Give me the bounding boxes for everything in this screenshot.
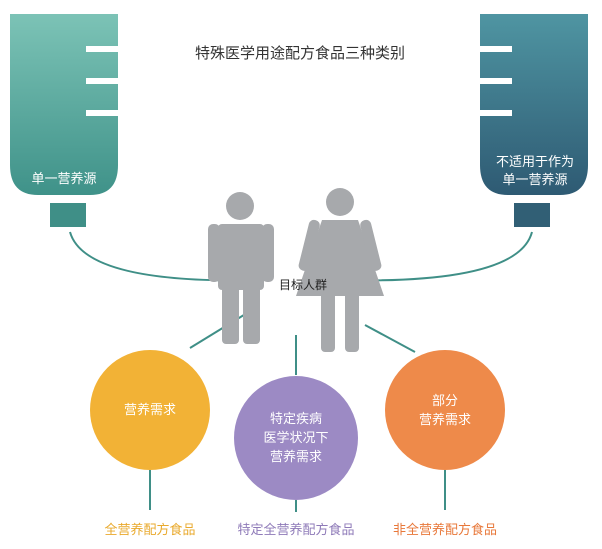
connector-to-left-circle: [189, 309, 253, 349]
circle-specific-disease: [234, 376, 358, 500]
man-figure-icon: [208, 192, 274, 344]
left-bag-label: 单一营养源: [31, 172, 97, 187]
connector-to-right-circle: [364, 324, 416, 353]
circle-partial-needs: [385, 350, 505, 470]
right-iv-bag-icon: [476, 14, 588, 227]
bottom-label-specific-full-nutrition: 特定全营养配方食品: [237, 523, 355, 538]
left-iv-bag-icon: [10, 14, 122, 227]
circle-nutrition-needs-label: 营养需求: [123, 403, 176, 418]
bottom-label-full-nutrition: 全营养配方食品: [104, 523, 196, 538]
diagram-title: 特殊医学用途配方食品三种类别: [194, 44, 405, 62]
circle-nutrition-needs: [90, 350, 210, 470]
right-bag-label: 不适用于作为 单一营养源: [495, 155, 574, 188]
bottom-label-non-full-nutrition: 非全营养配方食品: [392, 523, 497, 538]
circle-partial-needs-label: 部分 营养需求: [418, 394, 471, 428]
woman-figure-icon: [296, 188, 384, 352]
circle-specific-disease-label: 特定疾病 医学状况下 营养需求: [263, 412, 329, 465]
target-population-label: 目标人群: [278, 278, 327, 292]
